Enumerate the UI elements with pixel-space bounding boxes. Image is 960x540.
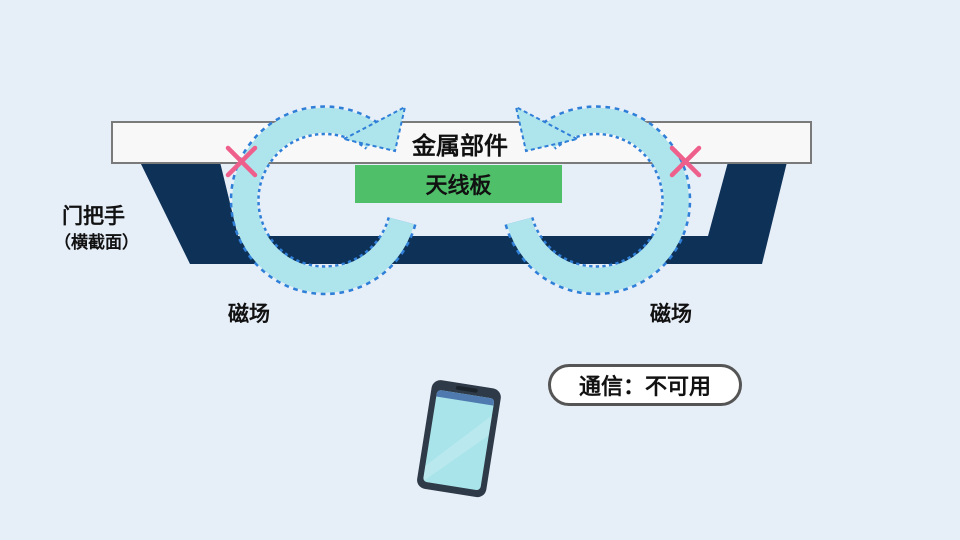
- magnetic-field-loop-right: [504, 105, 692, 296]
- field-arrow-right-icon: [514, 105, 580, 153]
- metal-part-bar: [111, 121, 812, 164]
- x-mark-icon: [225, 145, 258, 178]
- cross-section-label: （横截面）: [54, 233, 139, 253]
- door-handle-label: 门把手: [62, 204, 125, 228]
- smartphone-icon: [417, 380, 501, 498]
- metal-part-label: 金属部件: [412, 132, 508, 160]
- x-mark-icon: [669, 145, 702, 178]
- magnetic-field-label-right: 磁场: [650, 302, 692, 326]
- magnetic-field-loop-left: [229, 105, 417, 296]
- field-arrow-left-icon: [341, 105, 407, 153]
- antenna-board-label: 天线板: [425, 174, 492, 199]
- magnetic-field-label-left: 磁场: [228, 302, 270, 326]
- antenna-board: [355, 165, 562, 203]
- status-text: 通信：不可用: [578, 375, 711, 400]
- status-badge: 通信：不可用: [548, 364, 742, 406]
- door-handle-shape: [140, 162, 787, 264]
